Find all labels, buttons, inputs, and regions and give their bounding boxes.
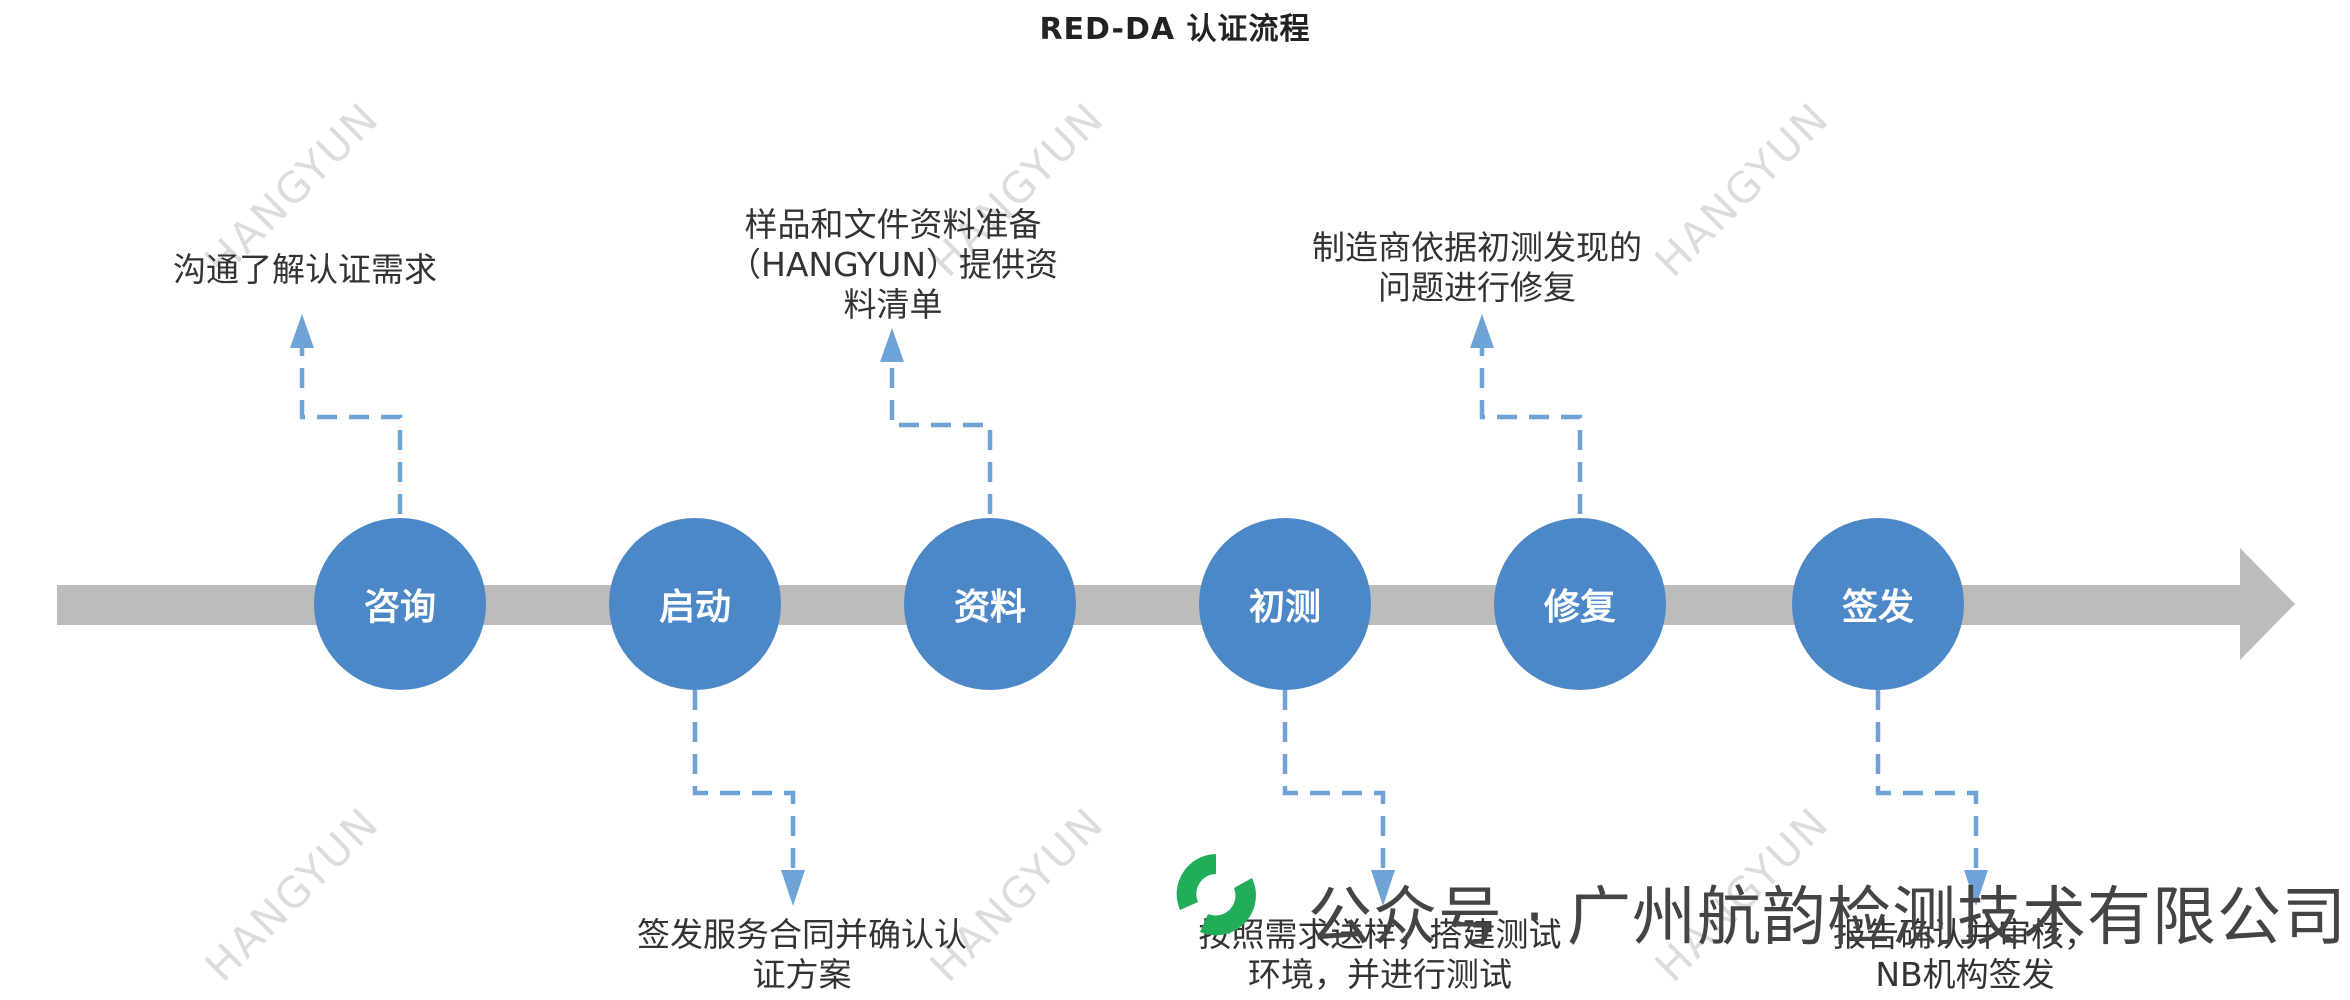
connector-arrowhead-1	[290, 314, 314, 348]
connector-step-3	[889, 350, 993, 514]
connector-arrowhead-3	[880, 328, 904, 362]
wechat-public-account-icon	[1170, 848, 1262, 940]
step-circle-6	[1792, 518, 1964, 690]
step-description: 报告确认并审核，NB机构签发	[1833, 915, 2097, 994]
step-label: 初测	[1248, 587, 1321, 628]
step-label: 修复	[1543, 587, 1616, 628]
connector-step-2	[692, 690, 796, 868]
step-description: 制造商依据初测发现的问题进行修复	[1312, 228, 1642, 307]
connector-step-4	[1282, 690, 1386, 868]
step-circle-1	[314, 518, 486, 690]
timeline-arrowhead	[2240, 548, 2295, 660]
step-label: 签发	[1841, 587, 1914, 628]
connector-arrowhead-4	[1371, 870, 1395, 906]
connector-step-5	[1479, 340, 1583, 514]
connector-arrowhead-2	[781, 870, 805, 906]
step-label: 咨询	[363, 587, 436, 628]
step-label: 资料	[953, 587, 1026, 628]
step-description: 样品和文件资料准备（HANGYUN）提供资料清单	[728, 205, 1058, 324]
step-description: 沟通了解认证需求	[173, 250, 437, 289]
connector-step-6	[1875, 690, 1979, 868]
step-circle-2	[609, 518, 781, 690]
diagram-title: RED-DA 认证流程	[1039, 12, 1311, 47]
step-circle-5	[1494, 518, 1666, 690]
connector-arrowhead-6	[1964, 870, 1988, 906]
step-circle-4	[1199, 518, 1371, 690]
connector-arrowhead-5	[1470, 314, 1494, 348]
connector-step-1	[299, 340, 403, 514]
brand-text: 公众号 · 广州航韵检测技术有限公司	[1308, 881, 2348, 955]
step-circle-3	[904, 518, 1076, 690]
step-description: 签发服务合同并确认认证方案	[637, 915, 967, 994]
step-description: 按照需求送样，搭建测试环境，并进行测试	[1198, 915, 1562, 994]
step-label: 启动	[658, 587, 731, 628]
